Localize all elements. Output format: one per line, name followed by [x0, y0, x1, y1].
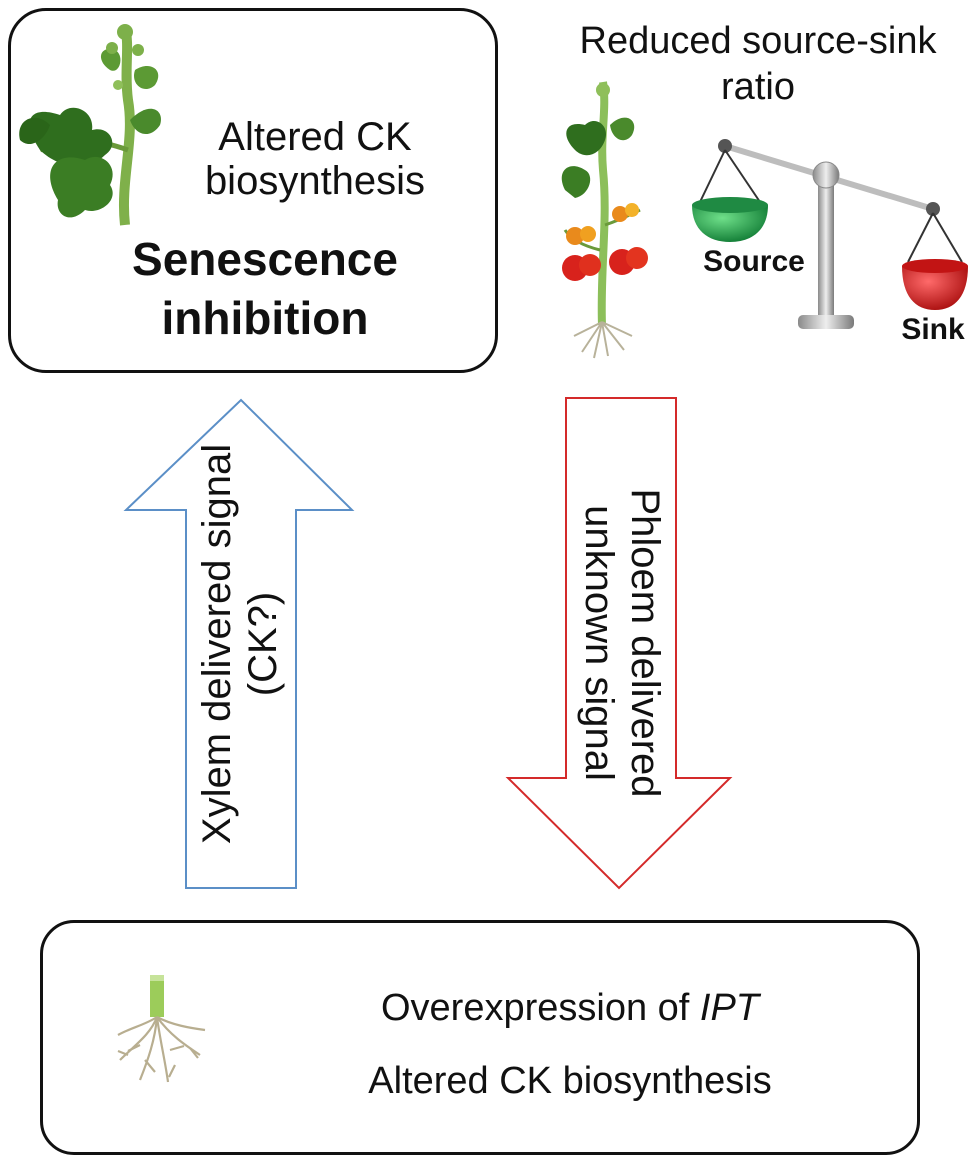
xylem-up-arrow [123, 398, 355, 889]
senescence-title-line1: Senescence [132, 233, 398, 285]
source-label: Source [703, 245, 805, 278]
bottom-box-line1: Overexpression of IPT [230, 985, 910, 1031]
ipt-gene-text: IPT [699, 987, 760, 1029]
sink-label: Sink [901, 313, 965, 346]
bottom-box-line2: Altered CK biosynthesis [368, 1060, 772, 1102]
overexpression-text: Overexpression of [380, 987, 700, 1029]
phloem-down-arrow [505, 397, 733, 890]
senescence-title-line2: inhibition [161, 292, 369, 344]
top-box-line1: Altered CK [218, 115, 412, 159]
source-sink-title-line1: Reduced source-sink [579, 20, 937, 62]
source-sink-title-line2: ratio [721, 66, 795, 108]
top-box-line2: biosynthesis [204, 159, 426, 203]
ipt-rootstock-box [40, 920, 920, 1155]
